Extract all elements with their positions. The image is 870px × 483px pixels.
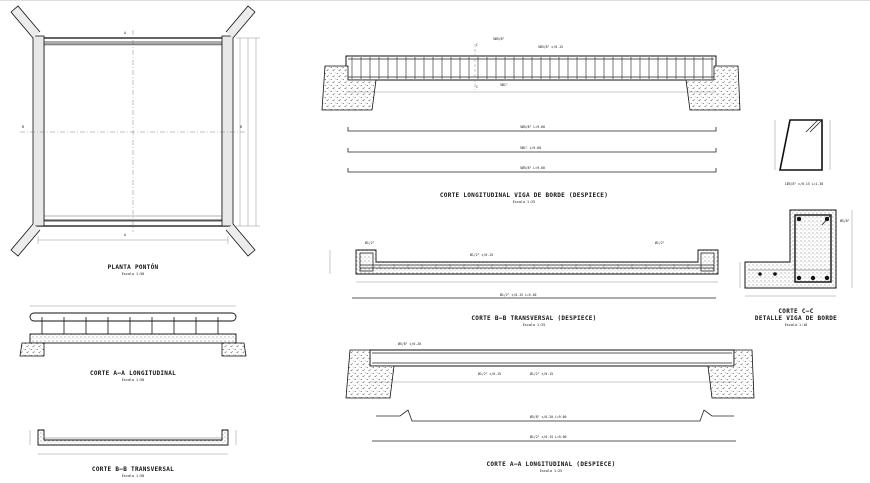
corte-cc-scale: Escala 1:10 [785,323,807,327]
bb-bar-left: Ø1/2" [365,240,375,245]
corte-bb-large-scale: Escala 1:25 [523,323,545,327]
corte-cc-subtitle: DETALLE VIGA DE BORDE [755,315,837,322]
corte-bb-large-view: Ø1/2" Ø1/2" c/0.15 Ø1/2" Ø1/2" c/0.15 L=… [329,240,719,327]
bar3-label: 5Ø5/8" L=9.60 [520,165,545,170]
planta-title: PLANTA PONTÓN [108,264,159,271]
bb-large-section [355,249,719,275]
planta-ponton-view: A A B B PLANTA PONTÓN Escala 1:50 [10,5,260,276]
section-mark-b-right: B [240,125,242,129]
aa-support-left [345,349,395,399]
handrail [29,312,237,322]
bar1-label: 5Ø5/8" L=9.60 [520,124,545,129]
deck-beam [369,349,735,367]
viga-borde-title: CORTE LONGITUDINAL VIGA DE BORDE (DESPIE… [440,192,608,199]
corte-aa-large-view: Ø5/8" c/0.20 Ø1/2" c/0.15 Ø1/2" c/0.15 Ø… [345,341,755,473]
bar-label-bottom: 5Ø1" [500,82,508,87]
section-mark-a-top: A [124,31,126,35]
aa-bar-top: Ø5/8" c/0.20 [398,341,421,346]
corte-bb-small-scale: Escala 1:50 [122,474,144,478]
edge-beam [345,55,717,81]
abutment-left [32,35,45,227]
cc-stirrup [794,214,832,283]
section-mark-b-left: B [22,125,24,129]
aa-bent-bar-1 [376,409,734,422]
railing-posts [41,317,219,334]
stirrups [351,57,713,79]
bb-bar-mid: Ø1/2" c/0.15 [470,252,493,257]
transverse-bar-ticks [379,264,689,269]
wing-walls [10,5,256,257]
corte-bb-small-title: CORTE B–B TRANSVERSAL [92,466,174,473]
abutment-right [221,35,234,227]
aa-bar2-label: Ø1/2" c/0.15 L=9.60 [530,434,567,439]
aa-bar-mid: Ø1/2" c/0.15 [478,371,501,376]
bb-bar-bottom: Ø1/2" c/0.15 L=5.40 [500,292,537,297]
corte-aa-large-title: CORTE A–A LONGITUDINAL (DESPIECE) [486,461,615,468]
viga-borde-scale: Escala 1:25 [513,200,535,204]
abutment-right [221,342,247,357]
cc-section [744,209,837,289]
corte-cc-title: CORTE C–C [778,308,813,315]
viga-borde-view: C C 5Ø5/8" 5Ø3/8" c/0.15 5Ø1" 5Ø5/8" L=9… [321,36,741,204]
stirrup-shape [779,119,823,171]
aa-bar-right: Ø1/2" c/0.15 [530,371,553,376]
cc-bar-label: Ø5/8" [840,218,850,223]
section-c-bottom: C [476,85,478,89]
abutment-left [19,342,45,357]
aa-support-right [707,349,755,399]
stirrup-label: 1Ø3/8" c/0.15 L=1.30 [785,181,823,186]
planta-dimensions [37,37,260,244]
bb-bar-right: Ø1/2" [655,240,665,245]
support-left [321,65,377,111]
support-right [685,65,741,111]
bar-schedule: 5Ø5/8" L=9.60 5Ø1" L=9.60 5Ø5/8" L=9.60 [347,124,717,173]
cc-bars [758,216,830,281]
bb-small-section [37,429,229,446]
section-c-top: C [476,43,478,47]
bar-label-top-right: 5Ø3/8" c/0.15 [538,44,563,49]
aa-bar1-label: Ø5/8" c/0.20 L=9.60 [530,414,567,419]
corte-cc-view: Ø5/8" CORTE C–C DETALLE VIGA DE BORDE Es… [739,209,853,327]
section-mark-a-bottom: A [124,233,126,237]
corte-aa-small-scale: Escala 1:50 [122,378,144,382]
planta-scale: Escala 1:50 [122,272,144,276]
corte-bb-large-title: CORTE B–B TRANSVERSAL (DESPIECE) [471,315,596,322]
corte-aa-large-scale: Escala 1:25 [540,469,562,473]
corte-aa-small-title: CORTE A–A LONGITUDINAL [90,370,176,377]
bar-label-top-left: 5Ø5/8" [493,36,505,41]
corte-aa-small-view: CORTE A–A LONGITUDINAL Escala 1:50 [19,305,247,382]
stirrup-detail: 1Ø3/8" c/0.15 L=1.30 [774,119,831,186]
corte-bb-small-view: CORTE B–B TRANSVERSAL Escala 1:50 [29,429,237,478]
bar2-label: 5Ø1" L=9.60 [520,145,541,150]
deck-slab [29,333,237,344]
